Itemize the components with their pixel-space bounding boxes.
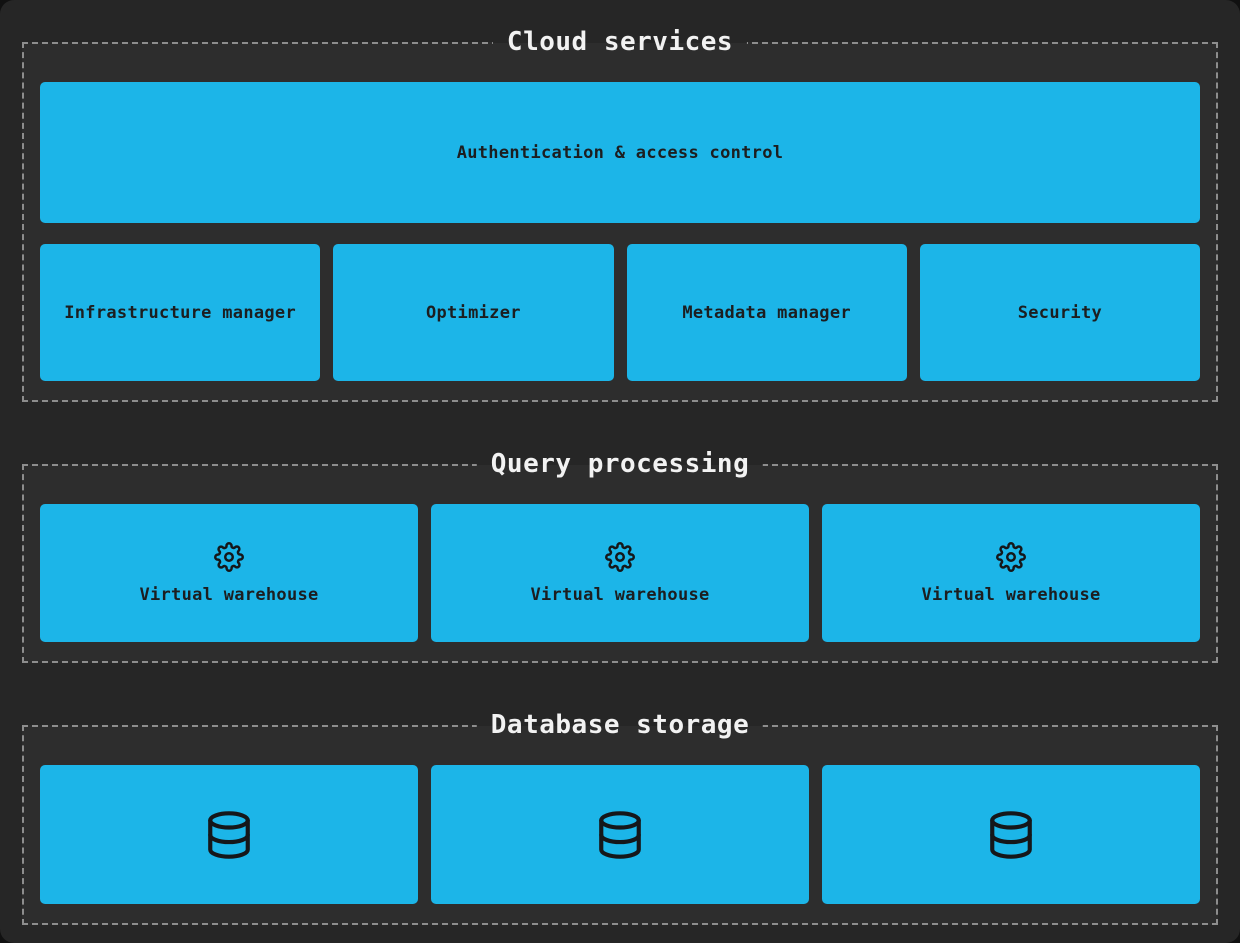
gear-icon (214, 541, 244, 572)
infrastructure-manager-box: Infrastructure manager (40, 244, 321, 381)
database-box (431, 765, 809, 904)
security-label: Security (1017, 302, 1103, 323)
database-icon (595, 808, 645, 862)
section-title-database-storage: Database storage (476, 709, 764, 743)
optimizer-box: Optimizer (333, 244, 614, 381)
optimizer-label: Optimizer (425, 302, 521, 323)
virtual-warehouse-label: Virtual warehouse (139, 584, 319, 605)
metadata-manager-label: Metadata manager (682, 302, 851, 323)
gear-icon (996, 541, 1026, 572)
section-title-cloud-services: Cloud services (492, 26, 748, 60)
virtual-warehouse-box: Virtual warehouse (431, 504, 809, 642)
virtual-warehouse-label: Virtual warehouse (530, 584, 710, 605)
query-processing-row: Virtual warehouse Virtual warehouse Virt… (40, 504, 1200, 642)
virtual-warehouse-box: Virtual warehouse (822, 504, 1200, 642)
database-storage-row (40, 765, 1200, 904)
infrastructure-manager-label: Infrastructure manager (64, 302, 297, 323)
auth-access-control-label: Authentication & access control (456, 142, 784, 163)
security-box: Security (919, 244, 1200, 381)
section-cloud-services: Cloud services Authentication & access c… (22, 26, 1218, 402)
database-box (40, 765, 418, 904)
database-icon (204, 808, 254, 862)
database-icon (986, 808, 1036, 862)
section-query-processing: Query processing Virtual warehouse Virtu… (22, 448, 1218, 663)
section-title-query-processing: Query processing (476, 448, 764, 482)
section-database-storage: Database storage (22, 709, 1218, 925)
virtual-warehouse-label: Virtual warehouse (921, 584, 1101, 605)
cloud-services-row: Infrastructure manager Optimizer Metadat… (40, 244, 1200, 381)
virtual-warehouse-box: Virtual warehouse (40, 504, 418, 642)
metadata-manager-box: Metadata manager (626, 244, 907, 381)
database-box (822, 765, 1200, 904)
gear-icon (605, 541, 635, 572)
auth-access-control-box: Authentication & access control (40, 82, 1200, 223)
